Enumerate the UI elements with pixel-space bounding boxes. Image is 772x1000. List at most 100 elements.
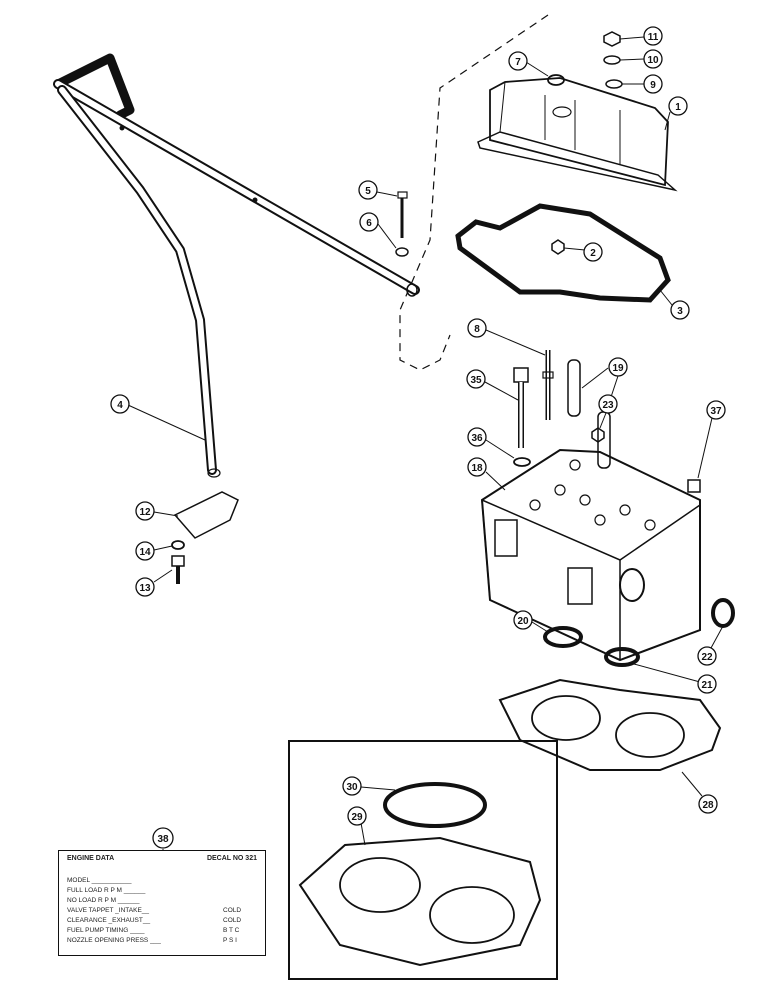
- washer-14: [171, 540, 185, 550]
- svg-text:6: 6: [366, 218, 372, 229]
- nut-23: [591, 427, 605, 443]
- callout-37: 37: [697, 400, 726, 479]
- engine-data-decal: ENGINE DATA DECAL NO 321 MODEL _________…: [58, 850, 266, 956]
- decal-row-value: [223, 896, 257, 906]
- nut-11: [603, 31, 621, 47]
- decal-row-label: MODEL ___________: [67, 877, 132, 884]
- decal-row: CLEARANCE _EXHAUST__ COLD: [67, 916, 257, 926]
- callout-1: 1: [664, 96, 688, 131]
- decal-row-label: FULL LOAD R P M ______: [67, 887, 146, 894]
- svg-text:22: 22: [701, 652, 713, 663]
- svg-text:2: 2: [590, 248, 596, 259]
- svg-text:35: 35: [470, 375, 482, 386]
- decal-row-label: VALVE TAPPET _INTAKE__: [67, 907, 150, 914]
- rocker-cover: [477, 77, 678, 192]
- ring-30: [383, 782, 487, 828]
- callout-6: 6: [359, 212, 397, 249]
- dashed-boundary-line: [399, 14, 549, 371]
- callout-13: 13: [135, 569, 173, 597]
- decal-row-value: COLD: [223, 907, 242, 914]
- callout-19: 19: [581, 357, 628, 413]
- callout-21: 21: [633, 663, 717, 694]
- decal-row: NO LOAD R P M ______: [67, 896, 257, 906]
- callout-22: 22: [697, 625, 724, 666]
- nut-2: [551, 239, 565, 255]
- bracket-12: [173, 491, 239, 539]
- washer-36: [513, 457, 531, 467]
- svg-text:12: 12: [139, 507, 151, 518]
- svg-text:13: 13: [139, 583, 151, 594]
- bolt-13: [171, 555, 185, 584]
- bolt-5: [397, 191, 408, 238]
- cover-gasket: [455, 203, 671, 303]
- svg-text:20: 20: [517, 616, 529, 627]
- callout-30: 30: [342, 776, 396, 796]
- svg-text:30: 30: [346, 782, 358, 793]
- stud-8: [542, 350, 554, 420]
- washer-9: [605, 79, 623, 89]
- svg-text:9: 9: [650, 80, 656, 91]
- decal-row-label: NOZZLE OPENING PRESS ___: [67, 937, 161, 944]
- decal-number: DECAL NO 321: [206, 855, 257, 862]
- decal-row-value: P S I: [223, 937, 237, 944]
- decal-row: VALVE TAPPET _INTAKE__ COLD: [67, 906, 257, 916]
- svg-text:19: 19: [612, 363, 624, 374]
- callout-11: 11: [619, 26, 663, 46]
- callout-5: 5: [358, 180, 398, 200]
- callout-36: 36: [467, 427, 515, 459]
- ring-21: [604, 647, 640, 667]
- callout-12: 12: [135, 501, 179, 521]
- decal-row-label: CLEARANCE _EXHAUST__: [67, 917, 151, 924]
- dipstick-tube: [53, 53, 420, 478]
- callout-3: 3: [659, 289, 690, 320]
- decal-row: FUEL PUMP TIMING ____B T C: [67, 926, 257, 936]
- gasket-inset-frame: [288, 740, 558, 980]
- callout-23: 23: [598, 394, 618, 429]
- callout-18: 18: [467, 457, 506, 491]
- svg-text:38: 38: [157, 834, 169, 845]
- svg-text:28: 28: [702, 800, 714, 811]
- decal-row-value: [223, 886, 257, 896]
- ring-20: [543, 626, 583, 648]
- pin-19a: [567, 359, 581, 417]
- svg-text:14: 14: [139, 547, 151, 558]
- callout-38: 38: [152, 827, 174, 850]
- callout-8: 8: [467, 318, 546, 356]
- decal-row-value: COLD: [223, 917, 242, 924]
- svg-text:21: 21: [701, 680, 713, 691]
- decal-row-label: NO LOAD R P M ______: [67, 897, 140, 904]
- svg-text:10: 10: [647, 55, 659, 66]
- callout-9: 9: [622, 74, 663, 94]
- callout-2: 2: [563, 242, 603, 262]
- svg-text:29: 29: [351, 812, 363, 823]
- callout-4: 4: [110, 394, 206, 441]
- svg-text:23: 23: [602, 400, 614, 411]
- svg-text:11: 11: [648, 32, 659, 43]
- washer-10: [603, 55, 621, 65]
- decal-rows: MODEL ___________ FULL LOAD R P M ______ N…: [67, 876, 257, 946]
- plug-37: [687, 479, 701, 493]
- svg-text:3: 3: [677, 306, 683, 317]
- washer-7: [547, 74, 565, 86]
- head-gasket-28: [498, 678, 722, 771]
- svg-text:4: 4: [117, 400, 123, 411]
- washer-6: [395, 247, 409, 257]
- callout-7: 7: [508, 51, 549, 77]
- decal-title: ENGINE DATA: [67, 855, 115, 862]
- cylinder-head: [480, 448, 701, 662]
- callout-35: 35: [466, 369, 519, 401]
- svg-text:7: 7: [515, 57, 521, 68]
- svg-text:8: 8: [474, 324, 480, 335]
- callout-14: 14: [135, 541, 173, 561]
- decal-row: NOZZLE OPENING PRESS ___ P S I: [67, 936, 257, 946]
- svg-text:37: 37: [710, 406, 722, 417]
- callout-28: 28: [681, 771, 718, 814]
- ring-22: [711, 598, 735, 628]
- callout-20: 20: [513, 610, 549, 633]
- bolt-35: [513, 367, 529, 448]
- decal-row-value: [223, 876, 257, 886]
- callout-10: 10: [619, 49, 663, 69]
- decal-row: FULL LOAD R P M ______: [67, 886, 257, 896]
